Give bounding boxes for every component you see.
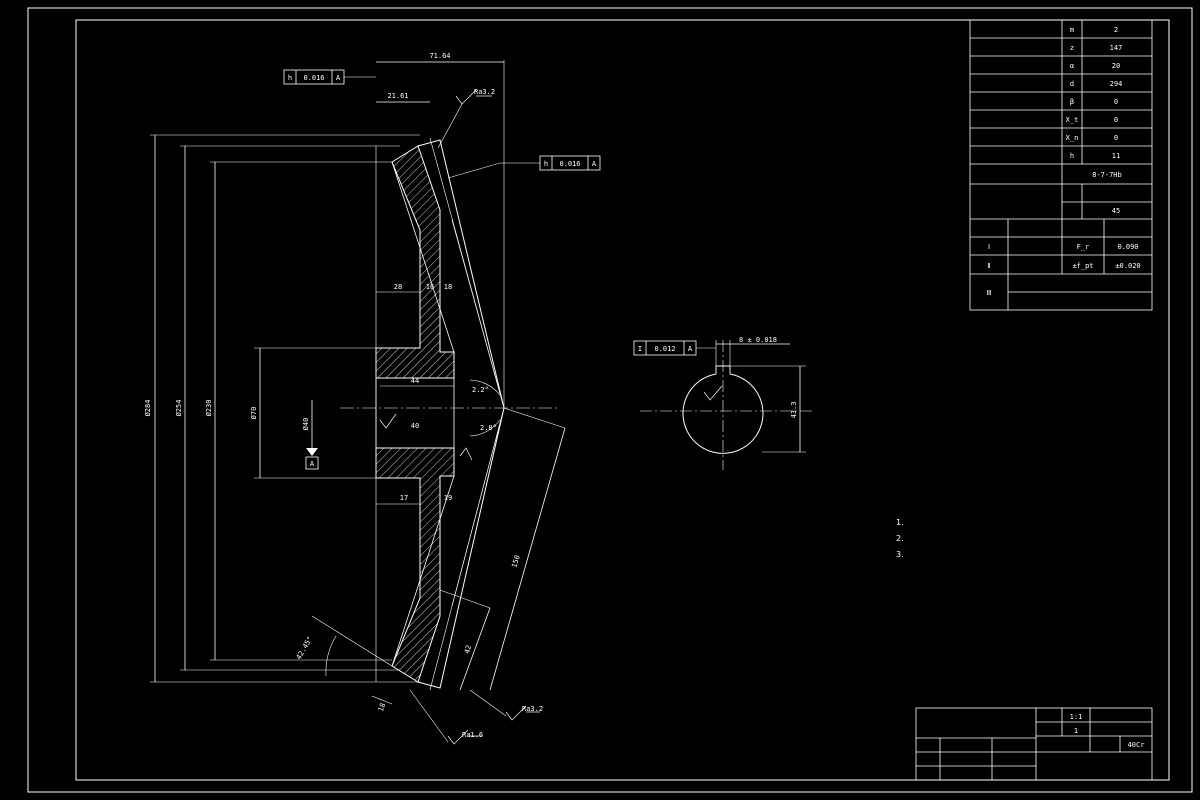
note-item: 1. <box>896 518 904 527</box>
tol-val: ±0.020 <box>1115 262 1140 270</box>
bore-circle <box>682 373 764 454</box>
param-sym: m <box>1070 26 1074 34</box>
surface-finish-bore <box>379 413 473 461</box>
tol-code: ±f_pt <box>1072 262 1093 270</box>
scale-value: 1:1 <box>1070 713 1083 721</box>
roughness-label: Ra3.2 <box>522 705 543 713</box>
svg-text:h: h <box>288 74 292 82</box>
param-sym: X_t <box>1066 116 1079 124</box>
param-sym: h <box>1070 152 1074 160</box>
param-sym: d <box>1070 80 1074 88</box>
note-item: 3. <box>896 550 904 559</box>
surface-finish-bottom-2: Ra1.6 <box>409 689 483 745</box>
dim-hub-diameter: Ø70 <box>250 407 258 420</box>
fcf-value: 0.016 <box>559 160 580 168</box>
fcf-datum: A <box>688 345 693 353</box>
lower-section-hatch <box>375 447 455 683</box>
param-val: 2 <box>1114 26 1118 34</box>
fcf-symmetry: I 0.012 A <box>633 340 716 356</box>
angle-2-8: 2.8° <box>480 424 497 432</box>
param-val: 147 <box>1110 44 1123 52</box>
param-sym: X_n <box>1066 134 1079 142</box>
tol-group: Ⅲ <box>987 289 992 297</box>
dim-42: 42 <box>463 644 473 654</box>
parameter-table <box>969 19 1153 311</box>
fcf-value: 0.016 <box>303 74 324 82</box>
upper-section-hatch <box>375 145 455 379</box>
angle-42-45: 42.45° <box>295 635 315 661</box>
qty-value: 1 <box>1074 727 1078 735</box>
tol-val: 0.090 <box>1117 243 1138 251</box>
dim-28: 28 <box>394 283 402 291</box>
dim-17: 17 <box>400 494 408 502</box>
surface-finish-top: Ra3.2 <box>437 88 495 149</box>
hub-keyway-view: 8 ± 0.018 43.3 I 0.012 A <box>633 336 812 470</box>
title-block <box>915 707 1153 781</box>
roughness-label: Ra1.6 <box>462 731 483 739</box>
roughness-label: Ra3.2 <box>474 88 495 96</box>
material-value: 40Cr <box>1128 741 1145 749</box>
gear-section-view: Ø284 Ø254 Ø230 Ø70 Ø40 A 71.64 21.61 28 … <box>144 52 601 745</box>
dim-44: 44 <box>411 377 419 385</box>
dim-diameter-2: Ø254 <box>175 400 183 417</box>
dim-18-small: 18 <box>377 702 387 713</box>
dim-19: 19 <box>444 494 452 502</box>
note-item: 2. <box>896 534 904 543</box>
param-val: 11 <box>1112 152 1120 160</box>
surface-finish-bottom: Ra3.2 <box>469 689 543 721</box>
sheet-border <box>27 7 1193 793</box>
dim-outer-diameter: Ø284 <box>144 400 152 417</box>
svg-text:I: I <box>638 345 642 353</box>
fcf-runout-cone: h 0.016 A <box>447 155 601 179</box>
fcf-runout-top: h 0.016 A <box>283 69 376 85</box>
datum-triangle <box>306 448 318 456</box>
param-sym: β <box>1070 98 1074 106</box>
tol-group: Ⅰ <box>988 243 990 251</box>
tol-code: F_r <box>1077 243 1090 251</box>
keyway-width: 8 ± 0.018 <box>739 336 777 344</box>
param-val: 294 <box>1110 80 1123 88</box>
angle-2-2: 2.2° <box>472 386 489 394</box>
dim-bore-diameter: Ø40 <box>302 418 310 431</box>
dim-150: 150 <box>510 554 521 568</box>
param-val: 0 <box>1114 116 1118 124</box>
dim-18: 18 <box>444 283 452 291</box>
dim-40: 40 <box>411 422 419 430</box>
param-val: 0 <box>1114 98 1118 106</box>
param-sym: α <box>1070 62 1074 70</box>
param-val: 0 <box>1114 134 1118 142</box>
dim-width-sub: 21.61 <box>387 92 408 100</box>
param-val: 20 <box>1112 62 1120 70</box>
drawing-frame <box>75 19 1170 781</box>
dim-16: 16 <box>426 283 434 291</box>
keyway-depth: 43.3 <box>790 402 798 419</box>
param-rows: m 2 z 147 α 20 d 294 β 0 X_t 0 X_n 0 h 1… <box>987 26 1141 297</box>
fcf-datum: A <box>336 74 341 82</box>
svg-text:h: h <box>544 160 548 168</box>
datum-label: A <box>310 460 315 468</box>
mate-count: 45 <box>1112 207 1120 215</box>
dim-width-top: 71.64 <box>429 52 450 60</box>
dim-diameter-3: Ø230 <box>205 400 213 417</box>
accuracy-value: 8-7-7Hb <box>1092 171 1122 179</box>
tol-group: Ⅱ <box>987 262 990 270</box>
fcf-value: 0.012 <box>654 345 675 353</box>
fcf-datum: A <box>592 160 597 168</box>
param-sym: z <box>1070 44 1074 52</box>
technical-notes: 1. 2. 3. <box>896 518 904 559</box>
